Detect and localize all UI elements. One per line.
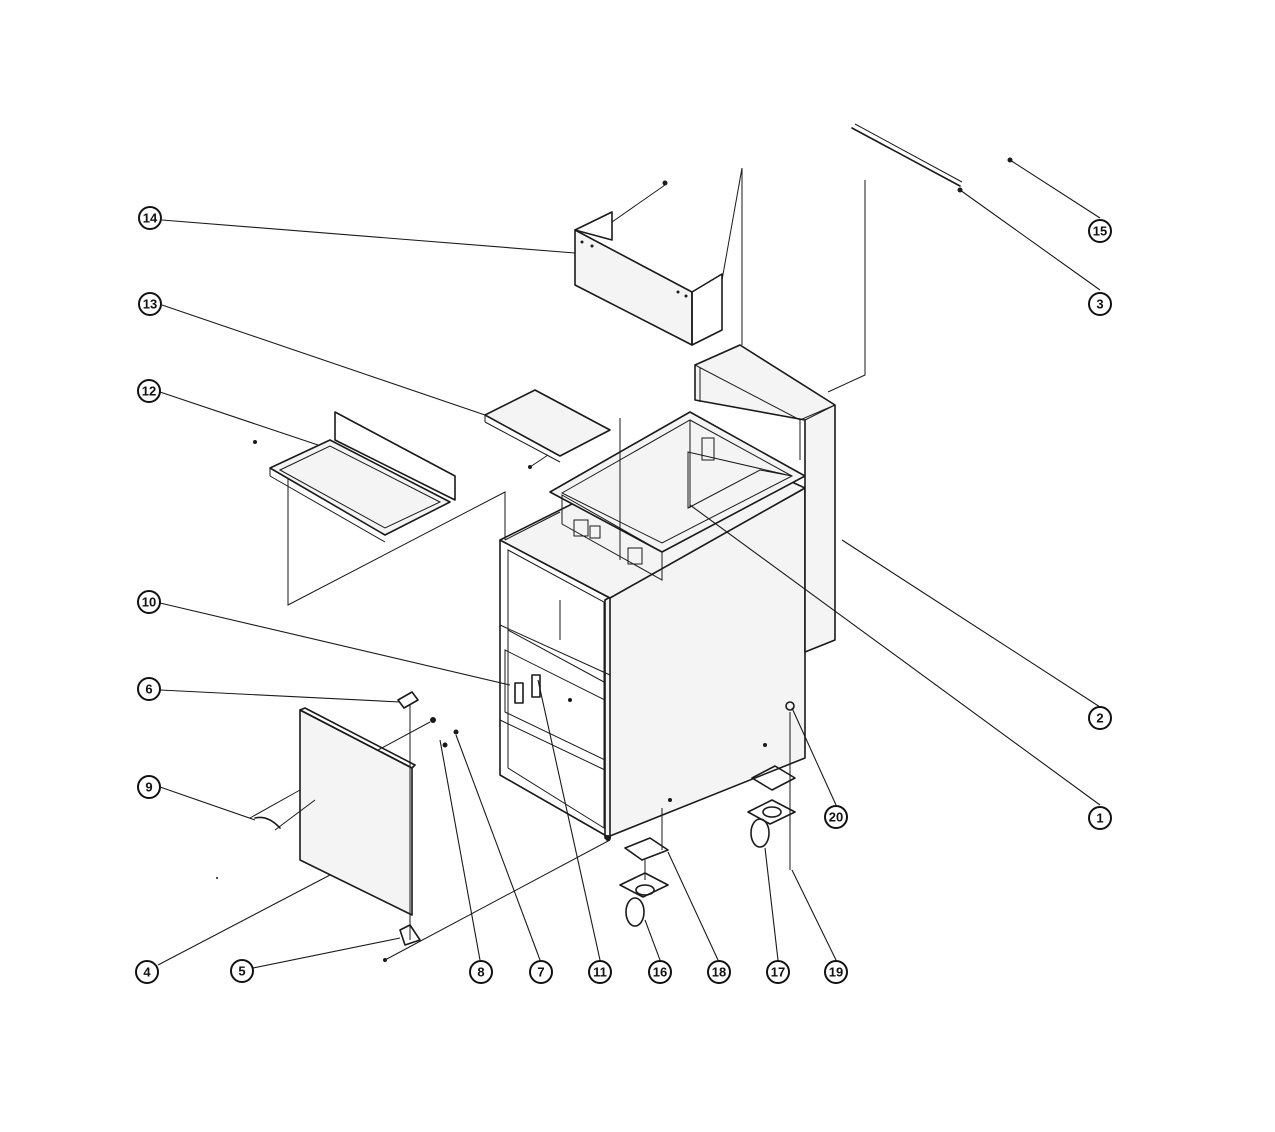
callout-11: 11 (588, 960, 612, 984)
callout-8: 8 (469, 960, 493, 984)
leader-lines (157, 159, 1101, 969)
callout-1: 1 (1088, 806, 1112, 830)
callout-14-label: 14 (143, 211, 158, 226)
bracket (484, 389, 621, 560)
callout-9-label: 9 (145, 780, 152, 795)
callout-12: 12 (137, 379, 161, 403)
heat-shield (574, 167, 743, 346)
callout-13-label: 13 (143, 297, 157, 312)
callout-14: 14 (138, 206, 162, 230)
callout-17: 17 (766, 960, 790, 984)
callout-6-label: 6 (145, 682, 152, 697)
callout-2-label: 2 (1096, 711, 1103, 726)
callout-16-label: 16 (653, 965, 667, 980)
callout-5-label: 5 (238, 964, 245, 979)
callout-4-label: 4 (143, 965, 151, 980)
callout-11-label: 11 (593, 965, 607, 980)
callout-12-label: 12 (142, 384, 156, 399)
callout-3: 3 (1088, 292, 1112, 316)
back-rod (827, 123, 1013, 393)
callout-10: 10 (137, 590, 161, 614)
flue-back-panel (693, 344, 837, 653)
shelf (253, 411, 506, 606)
hardware (383, 691, 611, 962)
callout-3-label: 3 (1096, 297, 1103, 312)
callout-5: 5 (230, 959, 254, 983)
callout-18-label: 18 (712, 965, 726, 980)
callout-13: 13 (138, 292, 162, 316)
door (249, 707, 431, 916)
callout-9: 9 (137, 775, 161, 799)
callout-19-label: 19 (829, 965, 843, 980)
callout-10-label: 10 (142, 595, 156, 610)
callout-20: 20 (824, 805, 848, 829)
callout-7: 7 (529, 960, 553, 984)
callout-4: 4 (135, 960, 159, 984)
callout-15: 15 (1088, 219, 1112, 243)
callout-2: 2 (1088, 706, 1112, 730)
callout-20-label: 20 (829, 810, 843, 825)
callout-6: 6 (137, 677, 161, 701)
fry-pot (549, 411, 806, 581)
callout-17-label: 17 (771, 965, 785, 980)
callout-18: 18 (707, 960, 731, 984)
callout-19: 19 (824, 960, 848, 984)
callout-16: 16 (648, 960, 672, 984)
switch-parts (514, 674, 572, 704)
callout-8-label: 8 (477, 965, 484, 980)
casters (619, 701, 796, 927)
callout-7-label: 7 (537, 965, 544, 980)
callout-1-label: 1 (1096, 811, 1103, 826)
callout-15-label: 15 (1093, 224, 1107, 239)
